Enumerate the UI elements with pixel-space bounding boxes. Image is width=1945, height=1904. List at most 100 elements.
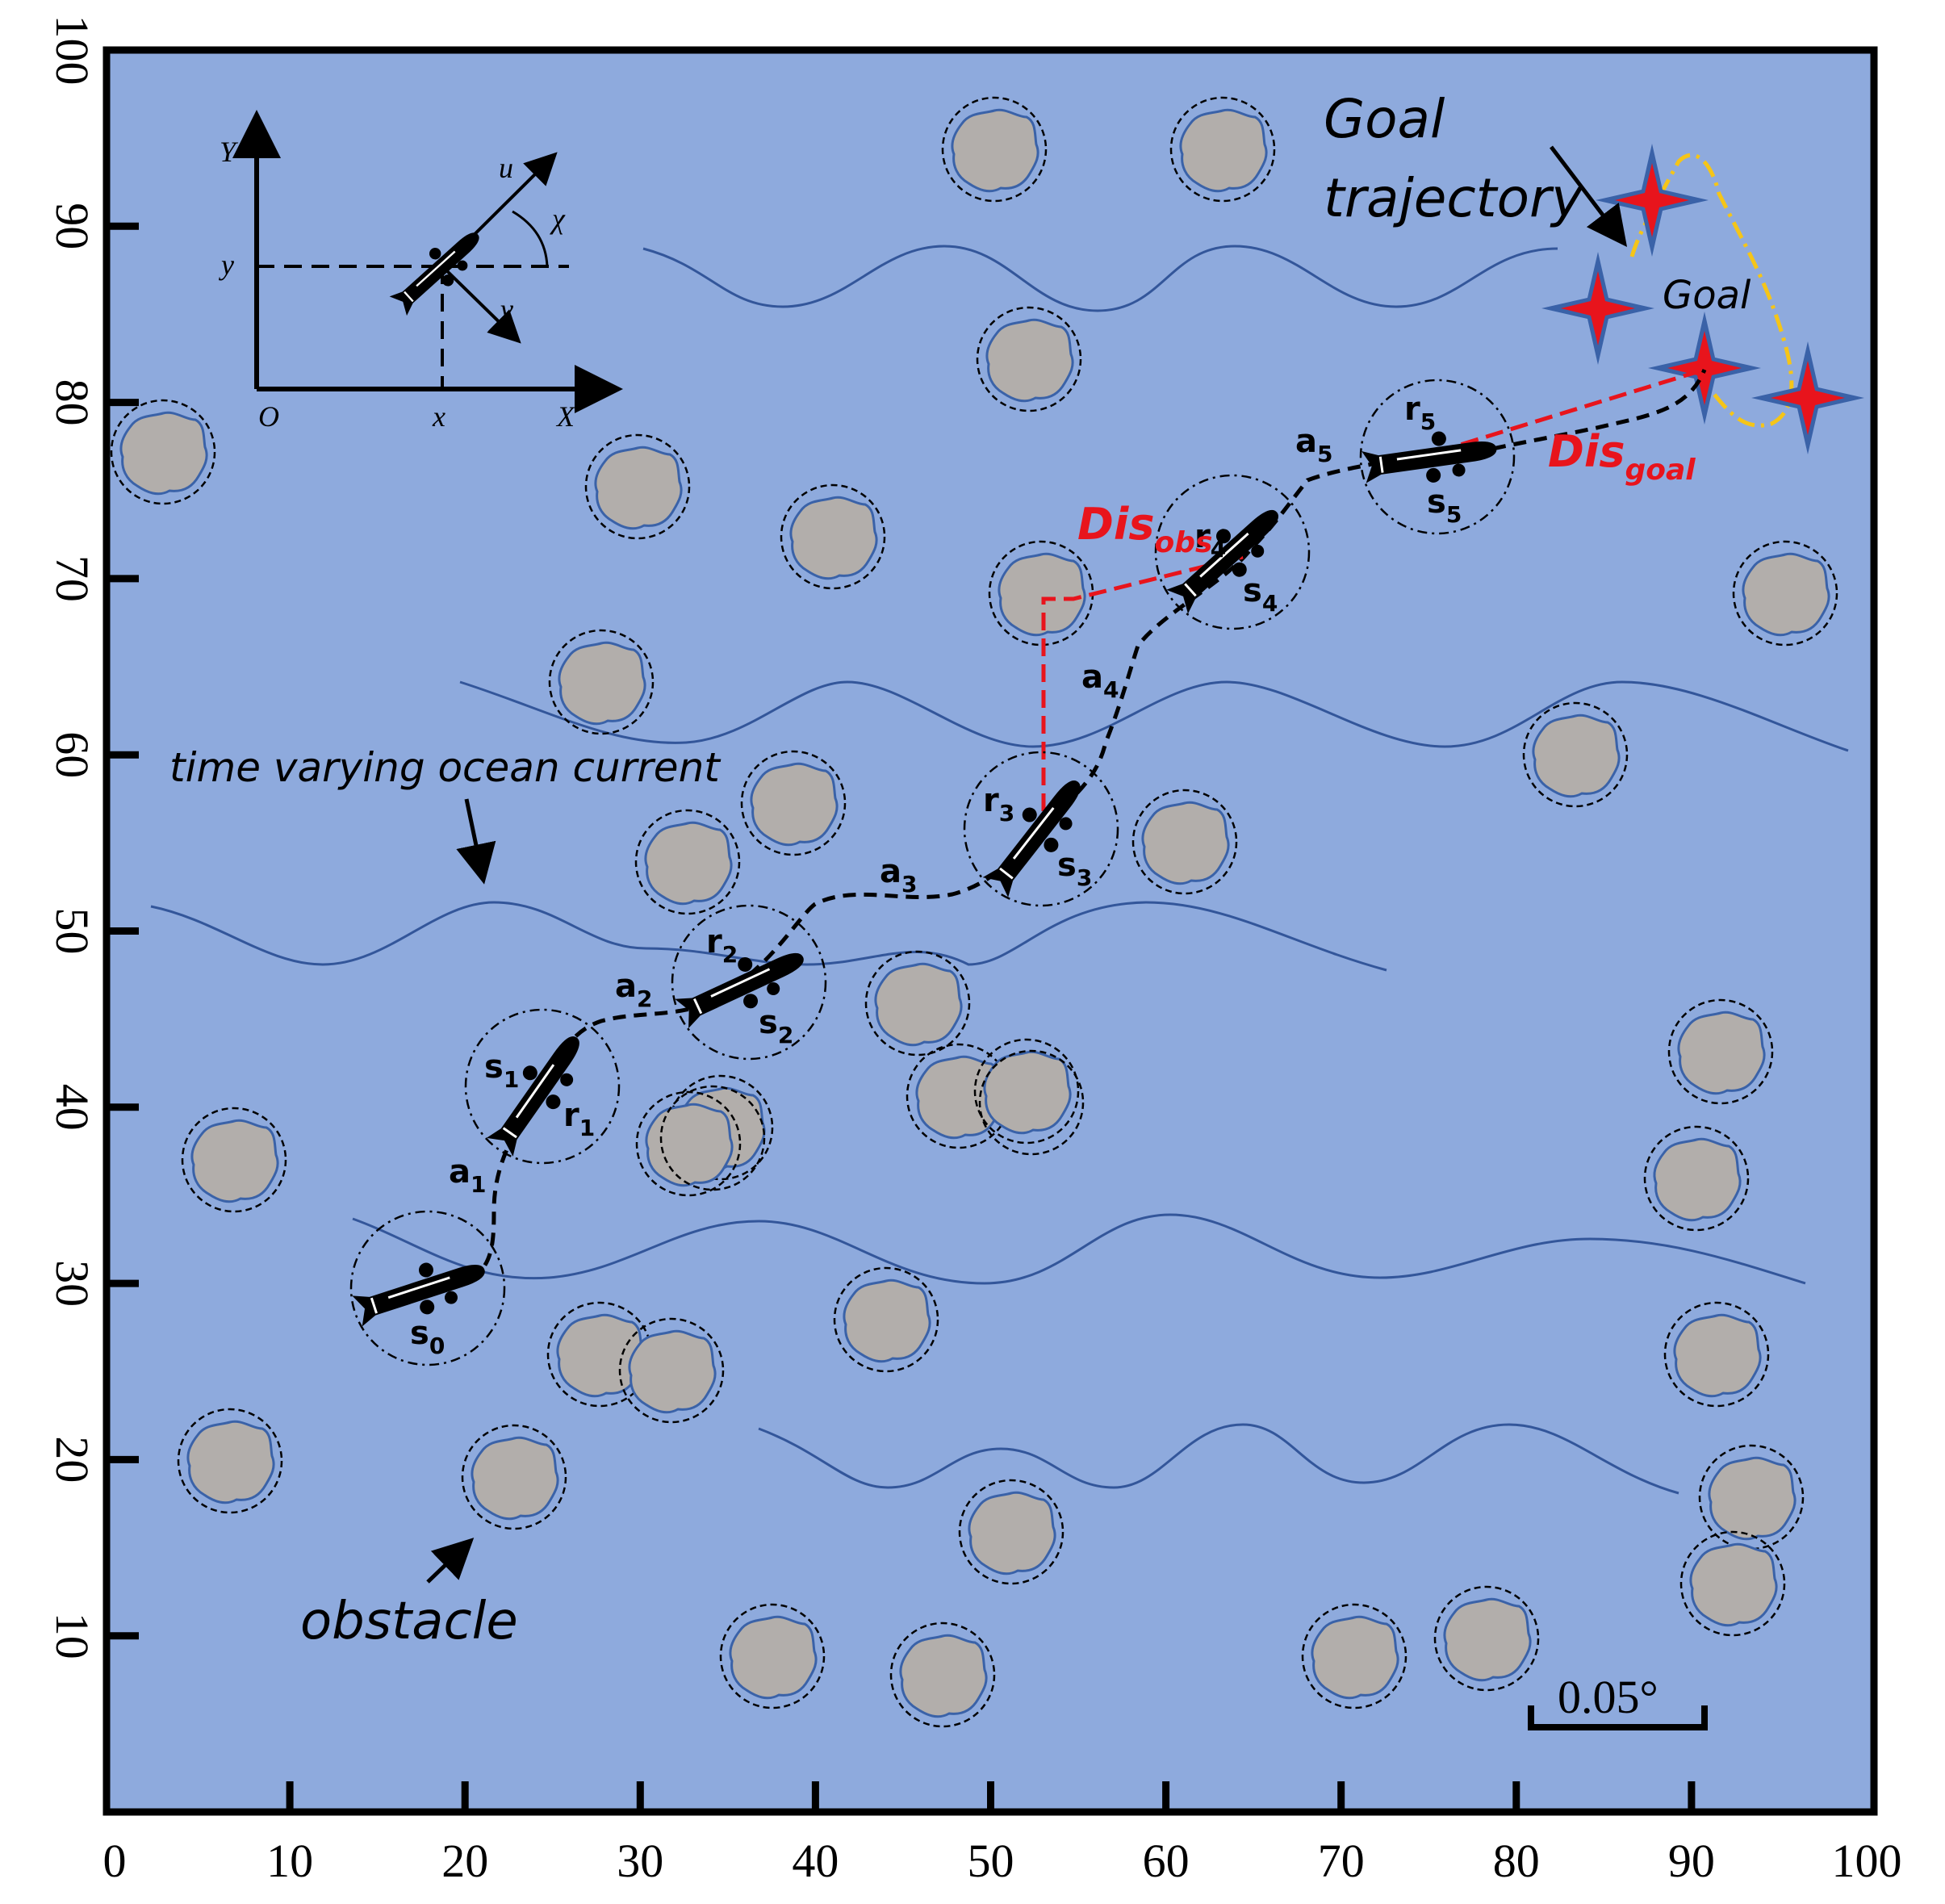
state-ranges — [349, 379, 1516, 1366]
goal-trajectory-arrow — [1550, 145, 1628, 247]
rock-blob-icon — [958, 1479, 1065, 1585]
reward-label-r5: r5 — [1404, 391, 1436, 435]
obstacle-label: obstacle — [300, 1592, 518, 1651]
action-label-a5: a5 — [1295, 423, 1332, 467]
y-tick-label: 40 — [46, 1084, 98, 1131]
y-tick-label: 70 — [46, 555, 98, 602]
goal-trajectory — [1629, 153, 1794, 428]
current-line — [758, 1423, 1679, 1495]
rock-blob-icon — [584, 433, 691, 540]
ocean-current-lines — [150, 245, 1849, 1495]
goal-label: Goal — [1663, 273, 1751, 318]
rock-blob-icon — [635, 1090, 742, 1197]
state-label-s5: s5 — [1427, 483, 1462, 528]
action-label-a4: a4 — [1081, 659, 1119, 703]
rock-blob-icon — [719, 1603, 826, 1709]
y-tick-label: 60 — [46, 731, 98, 778]
action-label-a1: a1 — [449, 1153, 486, 1198]
state-range — [671, 904, 827, 1061]
goal-trajectory-label-line1: Goal — [1324, 88, 1445, 150]
rock-blob-icon — [177, 1408, 283, 1514]
goal-trajectory-label-line2: trajectory — [1324, 167, 1583, 229]
y-tick-label: 10 — [46, 1613, 98, 1659]
state-range — [963, 751, 1119, 907]
rock-blob-icon — [1663, 1301, 1770, 1408]
rock-blob-icon — [941, 96, 1048, 203]
state-label-s0: s0 — [410, 1315, 445, 1359]
rock-blob-icon — [833, 1266, 939, 1373]
inset-label-chi: χ — [550, 203, 566, 235]
y-tick-label: 90 — [46, 203, 98, 249]
current-line — [352, 1213, 1806, 1285]
action-label-a2: a2 — [615, 968, 652, 1012]
state-range — [349, 1210, 506, 1366]
rock-blob-icon — [1643, 1125, 1750, 1232]
state-label-s4: s4 — [1243, 572, 1278, 617]
x-tick-label: 90 — [1668, 1835, 1715, 1887]
axis-ticks: 0 10 20 30 40 50 60 70 80 90 100 10 20 30 40 50 60 70 80 90… — [46, 15, 1902, 1888]
rock-blob-icon — [1522, 701, 1629, 808]
rock-blob-icon — [864, 950, 971, 1057]
current-line — [642, 245, 1558, 312]
inset-label-O: O — [258, 400, 279, 433]
inset-chi-arc — [512, 210, 549, 267]
distance-lines — [1041, 367, 1705, 811]
reward-label-r2: r2 — [706, 923, 738, 968]
x-tick-label: 80 — [1493, 1835, 1540, 1887]
dis-obs-line — [1041, 554, 1244, 811]
rock-blob-icon — [1433, 1585, 1540, 1692]
inset-label-X: X — [555, 400, 576, 433]
rock-blob-icon — [461, 1424, 567, 1530]
inset-label-v: v — [500, 293, 513, 325]
rock-blob-icon — [889, 1622, 996, 1728]
reward-label-r1: r1 — [563, 1097, 595, 1141]
x-tick-label: 70 — [1318, 1835, 1365, 1887]
obstacle-arrow — [426, 1538, 475, 1584]
reward-label-r3: r3 — [983, 782, 1014, 826]
state-range — [1154, 474, 1311, 630]
x-tick-label: 30 — [617, 1835, 663, 1887]
obstacles — [110, 96, 1838, 1728]
dis-obs-label: Disobs — [1077, 499, 1212, 559]
y-tick-label: 30 — [46, 1260, 98, 1307]
state-label-s3: s3 — [1057, 847, 1092, 891]
dis-goal-line — [1436, 367, 1705, 454]
rock-blob-icon — [976, 306, 1082, 412]
state-label-s2: s2 — [759, 1004, 793, 1048]
rock-blob-icon — [1131, 789, 1238, 895]
current-arrow — [456, 798, 496, 885]
state-label-s1: s1 — [484, 1048, 519, 1093]
rock-blob-icon — [548, 629, 655, 735]
rock-blob-icon — [618, 1317, 725, 1424]
rock-blob-icon — [1301, 1603, 1408, 1709]
kinematics-inset: Y X O x y u v χ — [219, 110, 623, 433]
inset-label-y: y — [219, 249, 234, 281]
x-tick-label: 40 — [792, 1835, 839, 1887]
inset-v-arrow — [441, 265, 521, 344]
rock-blob-icon — [181, 1107, 287, 1213]
y-tick-label: 50 — [46, 908, 98, 955]
rock-blob-icon — [659, 1085, 766, 1191]
rock-blob-icon — [978, 1049, 1085, 1156]
x-tick-label: 20 — [441, 1835, 488, 1887]
y-tick-label: 100 — [46, 15, 98, 86]
inset-label-u: u — [499, 152, 513, 184]
rock-blob-icon — [973, 1038, 1080, 1144]
rock-blob-icon — [634, 809, 741, 915]
y-tick-label: 20 — [46, 1436, 98, 1483]
x-tick-label: 60 — [1143, 1835, 1190, 1887]
rock-blob-icon — [1169, 96, 1276, 203]
x-tick-label: 100 — [1832, 1835, 1902, 1887]
y-tick-label: 80 — [46, 379, 98, 426]
state-range — [1359, 379, 1516, 535]
rock-blob-icon — [1679, 1530, 1786, 1637]
x-tick-label: 50 — [968, 1835, 1014, 1887]
x-tick-label: 10 — [266, 1835, 313, 1887]
current-label: time varying ocean current — [169, 744, 722, 791]
dis-goal-label: Disgoal — [1548, 426, 1696, 487]
x-tick-label: 0 — [103, 1835, 127, 1887]
rock-blob-icon — [780, 483, 886, 590]
scale-bar: 0.05° — [1528, 1671, 1708, 1730]
